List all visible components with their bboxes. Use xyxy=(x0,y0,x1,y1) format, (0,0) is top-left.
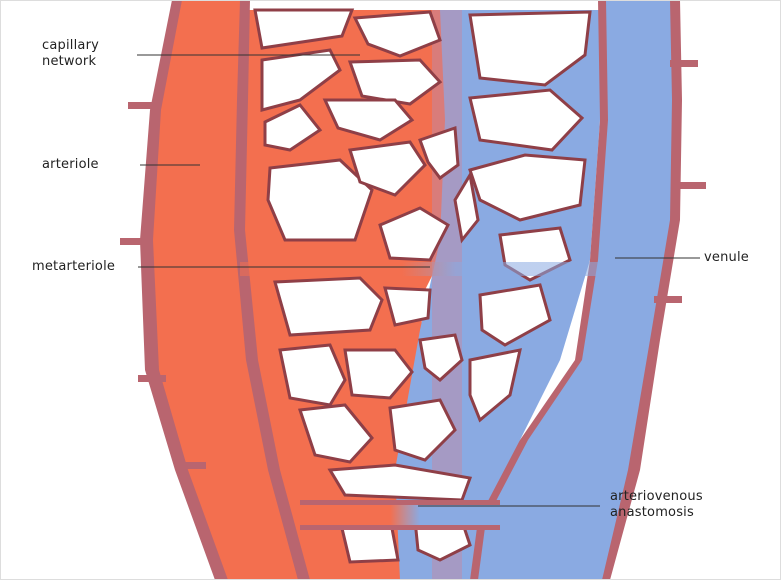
label-capillary-network: capillary network xyxy=(42,38,99,70)
label-metarteriole: metarteriole xyxy=(32,259,115,275)
label-arteriole: arteriole xyxy=(42,157,99,173)
metarteriole-vessel xyxy=(240,262,600,276)
label-venule: venule xyxy=(704,250,749,266)
arteriovenous-anastomosis-vessel xyxy=(300,500,500,530)
label-arteriovenous-anastomosis: arteriovenous anastomosis xyxy=(610,489,703,521)
